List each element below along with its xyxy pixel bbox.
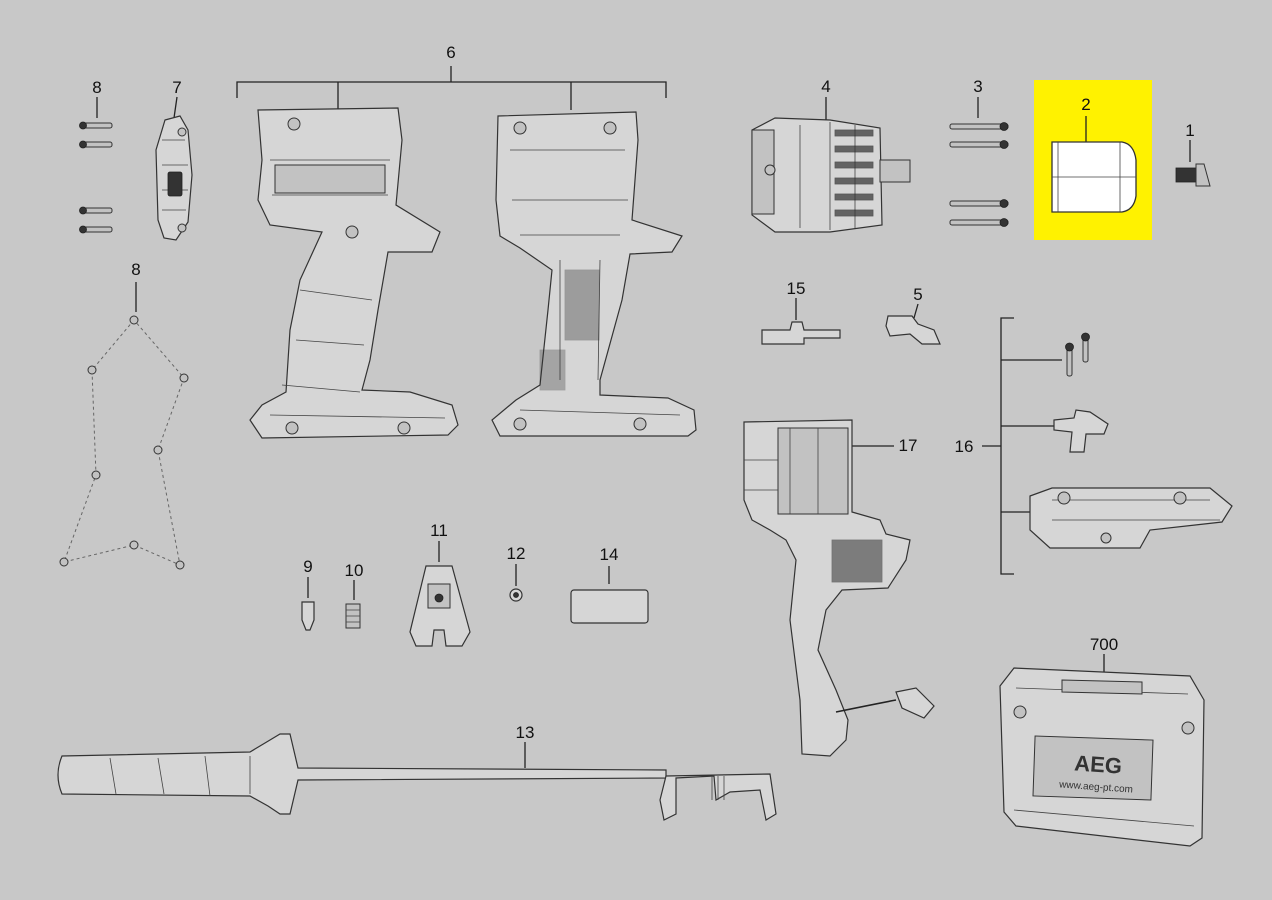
part-11-clip[interactable]	[409, 541, 471, 647]
label-part-13: 13	[516, 723, 535, 742]
label-part-3: 3	[973, 77, 982, 96]
label-part-12: 12	[507, 544, 526, 563]
label-part-7: 7	[172, 78, 181, 97]
case-url-text: www.aeg-pt.com	[1058, 779, 1134, 795]
part-16-group[interactable]	[982, 317, 1233, 575]
part-14-label-plate[interactable]	[570, 566, 649, 624]
label-part-11: 11	[430, 521, 448, 540]
label-part-17: 17	[899, 436, 918, 455]
case-brand-text: AEG	[1074, 750, 1123, 778]
part-17-motor-switch-assembly[interactable]	[743, 419, 935, 757]
part-2-sleeve[interactable]	[1034, 80, 1152, 240]
label-part-2: 2	[1081, 95, 1090, 114]
label-part-8-bottom: 8	[131, 260, 140, 279]
part-5-lever[interactable]	[885, 303, 941, 345]
label-part-14: 14	[600, 545, 619, 564]
label-part-9: 9	[303, 557, 312, 576]
part-8-screw-positions[interactable]	[59, 282, 189, 570]
part-700-carry-case[interactable]: AEG www.aeg-pt.com	[999, 654, 1205, 847]
part-12-nut[interactable]	[509, 564, 523, 602]
part-1-screw[interactable]	[1175, 140, 1211, 187]
label-part-10: 10	[345, 561, 364, 580]
label-part-1: 1	[1185, 121, 1194, 140]
part-6-housing-set[interactable]	[236, 66, 697, 439]
label-part-700: 700	[1090, 635, 1118, 654]
part-8-screws[interactable]	[79, 97, 113, 234]
part-10-spring[interactable]	[345, 580, 361, 629]
label-part-16: 16	[955, 437, 974, 456]
label-part-6: 6	[446, 43, 455, 62]
part-3-screws[interactable]	[949, 97, 1009, 227]
part-13-side-handle[interactable]	[57, 733, 777, 821]
label-part-4: 4	[821, 77, 830, 96]
part-15-switch-bracket[interactable]	[761, 298, 841, 345]
label-part-8-top: 8	[92, 78, 101, 97]
part-7-side-cover[interactable]	[155, 96, 193, 241]
part-9-pin[interactable]	[301, 577, 315, 631]
part-4-gearbox[interactable]	[751, 97, 911, 233]
label-part-5: 5	[913, 285, 922, 304]
label-part-15: 15	[787, 279, 806, 298]
